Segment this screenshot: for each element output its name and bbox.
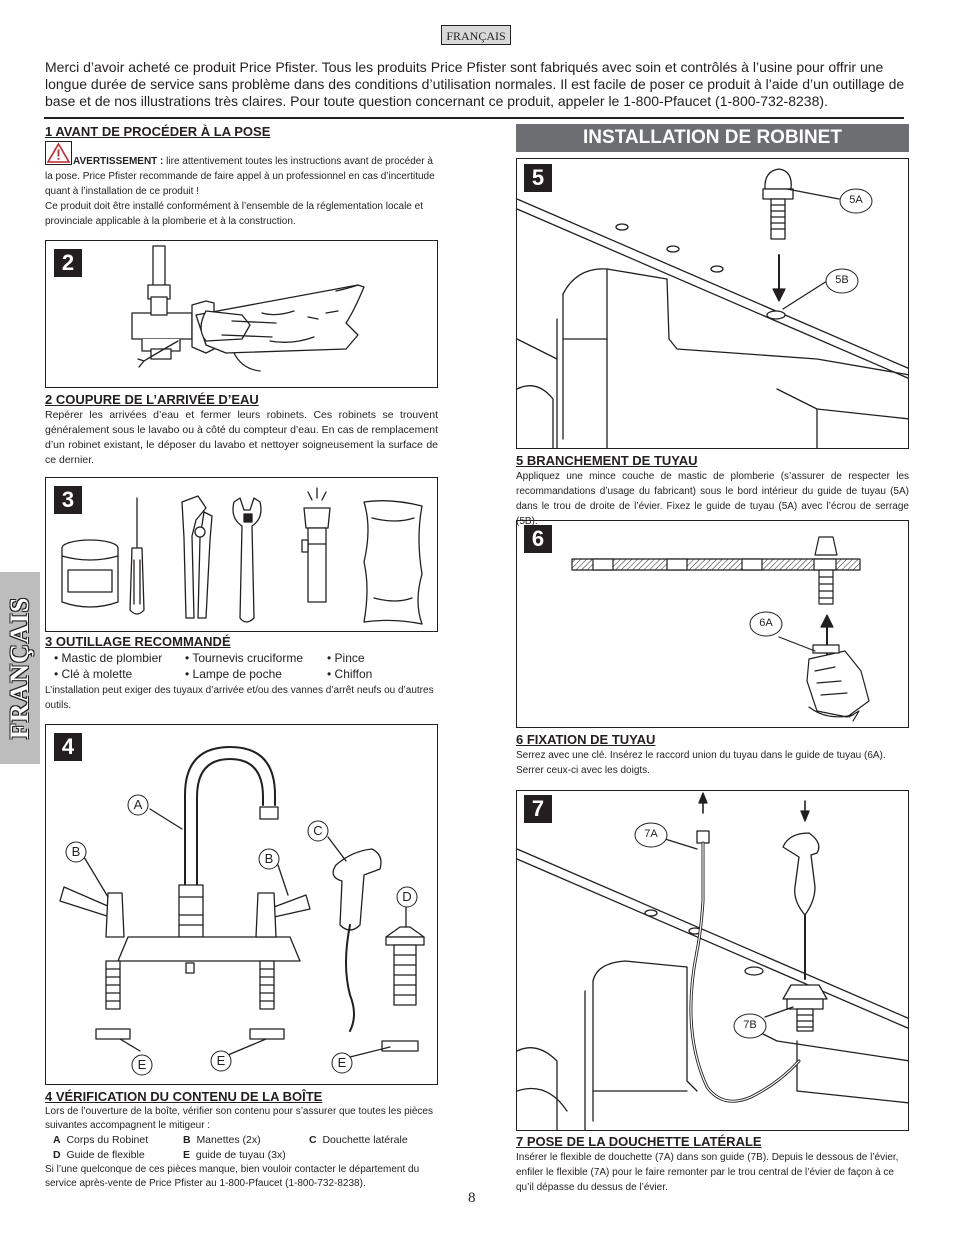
step3-illustration: [45, 477, 438, 632]
warning-label: AVERTISSEMENT :: [73, 156, 164, 167]
sec5-title: 5 BRANCHEMENT DE TUYAU: [516, 453, 698, 468]
step5-illustration: 5A 5B: [516, 158, 909, 449]
label-c: C: [313, 823, 323, 838]
side-tab-label: FRANÇAIS: [5, 596, 34, 740]
warning-icon: [45, 141, 72, 165]
tool-flashlight: • Lampe de poche: [185, 667, 282, 681]
tool-putty: • Mastic de plombier: [54, 651, 163, 665]
label-5b: 5B: [835, 274, 849, 286]
step6-illustration: 6A: [516, 520, 909, 728]
step7-number: 7: [524, 795, 552, 823]
sec3-title: 3 OUTILLAGE RECOMMANDÉ: [45, 634, 231, 649]
label-b-right: B: [264, 851, 274, 866]
warning-text: lire attentivement toutes les instructio…: [45, 156, 435, 197]
part-e: E guide de tuyau (3x): [183, 1149, 286, 1161]
label-7b: 7B: [743, 1019, 757, 1031]
step2-illustration: [45, 240, 438, 388]
sec1-warning: AVERTISSEMENT : lire attentivement toute…: [45, 154, 438, 199]
sec4-title: 4 VÉRIFICATION DU CONTENU DE LA BOÎTE: [45, 1089, 323, 1104]
tool-rag: • Chiffon: [327, 667, 373, 681]
header-divider: [44, 117, 904, 119]
sec7-title: 7 POSE DE LA DOUCHETTE LATÉRALE: [516, 1134, 762, 1149]
label-7a: 7A: [644, 828, 658, 840]
sec7-text: Insérer le flexible de douchette (7A) da…: [516, 1152, 899, 1193]
installation-title-bar: INSTALLATION DE ROBINET: [516, 124, 909, 152]
sec5-text: Appliquez une mince couche de mastic de …: [516, 471, 909, 527]
sec1-title: 1 AVANT DE PROCÉDER À LA POSE: [45, 124, 271, 139]
intro-paragraph: Merci d’avoir acheté ce produit Price Pf…: [45, 59, 905, 109]
sec1-code-text: Ce produit doit être installé conforméme…: [45, 201, 423, 227]
tool-screwdriver: • Tournevis cruciforme: [185, 651, 304, 665]
label-e-3: E: [337, 1055, 347, 1070]
label-e-1: E: [137, 1057, 147, 1072]
tool-wrench: • Clé à molette: [54, 667, 133, 681]
sec2-title: 2 COUPURE DE L’ARRIVÉE D’EAU: [45, 392, 259, 407]
part-d: D Guide de flexible: [53, 1149, 145, 1161]
step4-illustration: A B B C D E E E: [45, 724, 438, 1085]
part-a: A Corps du Robinet: [53, 1134, 149, 1146]
part-c: C Douchette latérale: [309, 1134, 408, 1146]
label-e-2: E: [216, 1053, 226, 1068]
language-tab: FRANÇAIS: [441, 25, 511, 45]
tool-pliers: • Pince: [327, 651, 365, 665]
label-5a: 5A: [849, 194, 863, 206]
step7-illustration: 7A 7B: [516, 790, 909, 1131]
sec4-text: Lors de l’ouverture de la boîte, vérifie…: [45, 1106, 433, 1131]
label-b-left: B: [71, 844, 81, 859]
sec6-title: 6 FIXATION DE TUYAU: [516, 732, 656, 747]
side-language-tab: FRANÇAIS: [0, 572, 40, 764]
page-number: 8: [468, 1190, 476, 1206]
sec3-note: L’installation peut exiger des tuyaux d’…: [45, 685, 434, 711]
sec4-footer: Si l’une quelconque de ces pièces manque…: [45, 1164, 420, 1189]
sec2-text: Repérer les arrivées d’eau et fermer leu…: [45, 409, 438, 466]
step3-number: 3: [54, 486, 82, 514]
sec6-text: Serrez avec une clé. Insérez le raccord …: [516, 750, 886, 776]
label-6a: 6A: [759, 617, 773, 629]
step2-number: 2: [54, 249, 82, 277]
step4-number: 4: [54, 733, 82, 761]
label-d: D: [402, 889, 412, 904]
step5-number: 5: [524, 164, 552, 192]
step6-number: 6: [524, 525, 552, 553]
part-b: B Manettes (2x): [183, 1134, 261, 1146]
label-a: A: [133, 797, 143, 812]
